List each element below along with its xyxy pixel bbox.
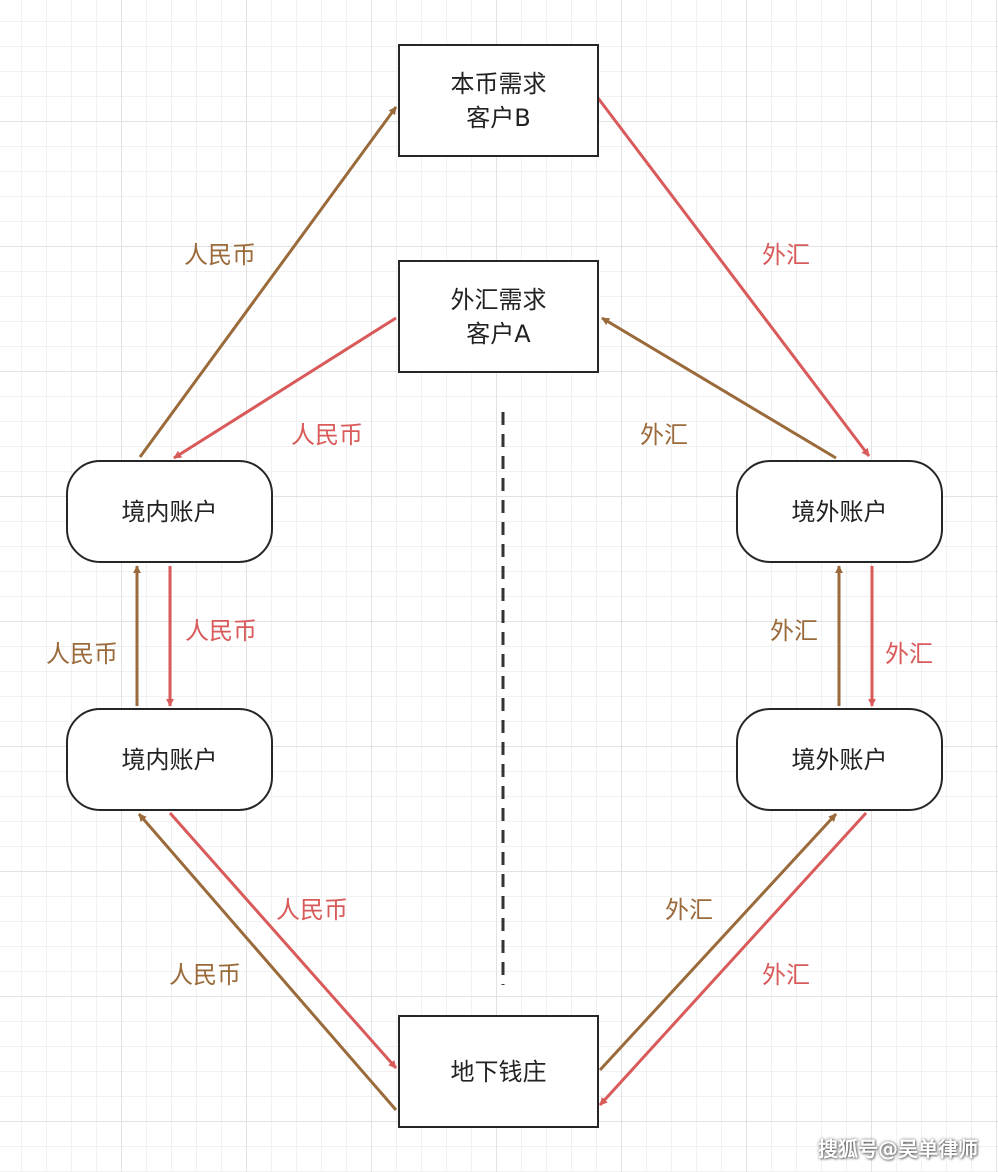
edge-dom-bottom-to-bank <box>168 812 398 1069</box>
edge-label-bank-to-dom-bottom: 人民币 <box>169 961 241 989</box>
edge-label-dom-bottom-to-dom-top: 人民币 <box>46 640 118 668</box>
edge-label-dom-top-to-customer-b: 人民币 <box>184 241 256 269</box>
edge-label-customer-a-to-dom-top: 人民币 <box>291 421 363 449</box>
overseas-account-bottom-node: 境外账户 <box>736 708 943 811</box>
edge-customer-b-to-ovs-top <box>596 97 871 457</box>
edge-label-ovs-top-to-customer-a: 外汇 <box>640 421 688 449</box>
edge-ovs-bottom-to-bank <box>598 811 868 1107</box>
underground-bank-node: 地下钱庄 <box>398 1015 599 1128</box>
edge-label-customer-b-to-ovs-top: 外汇 <box>762 241 810 269</box>
edge-label-bank-to-ovs-bottom: 外汇 <box>665 896 713 924</box>
overseas-account-top-node: 境外账户 <box>736 460 943 563</box>
edge-label-ovs-bottom-to-ovs-top: 外汇 <box>770 617 818 645</box>
edge-label-dom-bottom-to-bank: 人民币 <box>276 896 348 924</box>
domestic-account-bottom-node: 境内账户 <box>66 708 273 811</box>
edge-dom-top-to-customer-b <box>138 106 398 458</box>
customer-b-node: 本币需求 客户B <box>398 44 599 157</box>
edge-label-ovs-bottom-to-bank: 外汇 <box>762 961 810 989</box>
edge-bank-to-dom-bottom <box>137 813 398 1111</box>
customer-a-node: 外汇需求 客户A <box>398 260 599 373</box>
edge-label-ovs-top-to-ovs-bottom: 外汇 <box>885 640 933 668</box>
domestic-account-top-node: 境内账户 <box>66 460 273 563</box>
edge-customer-a-to-dom-top <box>173 316 397 460</box>
edge-ovs-top-to-customer-a <box>601 316 837 460</box>
edge-label-dom-top-to-dom-bottom: 人民币 <box>185 617 257 645</box>
edge-bank-to-ovs-bottom <box>598 812 838 1072</box>
watermark: 搜狐号@吴单律师 <box>818 1137 978 1161</box>
